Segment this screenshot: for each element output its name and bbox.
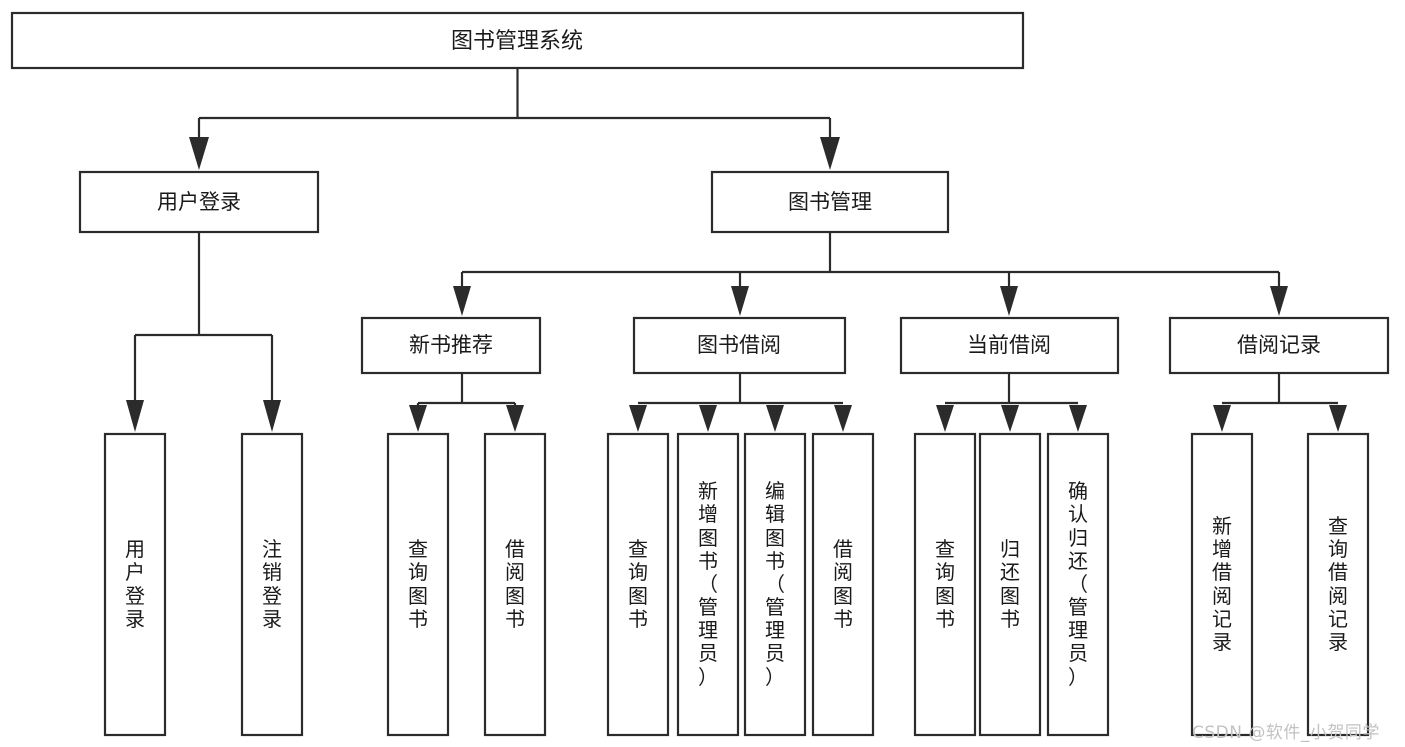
leaf-node-box[interactable] — [1306, 432, 1370, 737]
arrow-to-borrow-record — [1270, 286, 1288, 316]
node-root-box[interactable] — [10, 11, 1025, 70]
node-layer: 图书管理系统 用户登录 图书管理 新书推荐 图书借阅 当前借阅 借阅记录 — [10, 11, 1390, 737]
arrow-to-book-borrow — [731, 286, 749, 316]
node-borrow-record-box[interactable] — [1168, 316, 1390, 375]
leaf-node-box[interactable] — [240, 432, 304, 737]
arrow-leaf-user-login — [126, 400, 144, 432]
arrow-to-current-borrow — [1000, 286, 1018, 316]
arrow-leaf-confirm-return — [1069, 405, 1087, 432]
leaf-node-box[interactable] — [743, 432, 807, 737]
node-book-mgmt-box[interactable] — [710, 170, 950, 234]
arrow-leaf-query-record — [1329, 405, 1347, 432]
connector-layer — [126, 68, 1347, 432]
leaf-node-box[interactable] — [1046, 432, 1110, 737]
leaf-box-group — [103, 432, 1370, 737]
arrow-leaf-query-book-3 — [936, 405, 954, 432]
arrow-leaf-query-book-1 — [409, 405, 427, 432]
leaf-node-box[interactable] — [1190, 432, 1254, 737]
node-borrow-record-label: 借阅记录 — [1237, 333, 1321, 357]
node-current-borrow-box[interactable] — [899, 316, 1120, 375]
node-user-login-box[interactable] — [78, 170, 320, 234]
leaf-node-box[interactable] — [483, 432, 547, 737]
node-book-mgmt-label: 图书管理 — [788, 190, 872, 214]
arrow-to-book-mgmt — [820, 137, 840, 170]
node-new-book-rec-label: 新书推荐 — [409, 333, 493, 357]
arrow-leaf-edit-book — [766, 405, 784, 432]
node-user-login-label: 用户登录 — [157, 190, 241, 214]
arrow-leaf-borrow-book-2 — [834, 405, 852, 432]
leaf-node-box[interactable] — [676, 432, 740, 737]
node-book-borrow-label: 图书借阅 — [697, 333, 781, 357]
arrow-leaf-add-book — [699, 405, 717, 432]
arrow-leaf-query-book-2 — [629, 405, 647, 432]
node-current-borrow-label: 当前借阅 — [967, 333, 1051, 357]
leaf-node-box[interactable] — [978, 432, 1042, 737]
leaf-node-box[interactable] — [913, 432, 977, 737]
leaf-node-box[interactable] — [606, 432, 670, 737]
node-book-borrow-box[interactable] — [632, 316, 847, 375]
node-root-label: 图书管理系统 — [451, 29, 583, 54]
leaf-node-box[interactable] — [811, 432, 875, 737]
leaf-node-box[interactable] — [103, 432, 167, 737]
arrow-leaf-return-book — [1001, 405, 1019, 432]
node-new-book-rec-box[interactable] — [360, 316, 542, 375]
arrow-to-user-login — [189, 137, 209, 170]
watermark-text: CSDN @软件_小贺同学 — [1192, 723, 1380, 743]
arrow-to-new-book-rec — [453, 286, 471, 316]
arrow-leaf-add-record — [1213, 405, 1231, 432]
leaf-node-box[interactable] — [386, 432, 450, 737]
arrow-leaf-logout — [263, 400, 281, 432]
arrow-leaf-borrow-book-1 — [506, 405, 524, 432]
